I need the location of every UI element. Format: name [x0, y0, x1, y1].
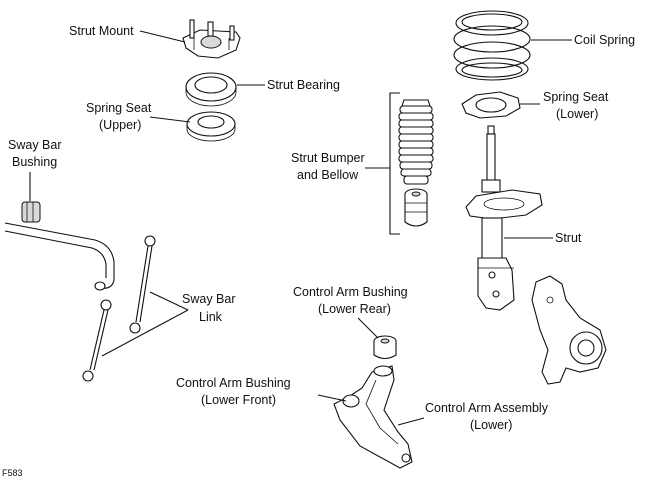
- sway-bar-link-leader-1: [149, 291, 189, 311]
- strut-bellow-drawing: [398, 99, 434, 185]
- strut-mount-leader: [139, 30, 186, 43]
- spring-seat-lower-drawing: [461, 91, 521, 119]
- strut-bumper-label-line2: and Bellow: [297, 168, 359, 182]
- steering-knuckle-drawing: [531, 275, 607, 385]
- coil-spring-drawing: [453, 10, 531, 81]
- sway-bar-bushing-label-line1: Sway Bar: [8, 138, 62, 152]
- control-arm-bushing-front-label-line1: Control Arm Bushing: [176, 376, 291, 390]
- spring-seat-upper-label-line1: Spring Seat: [86, 101, 152, 115]
- sway-bar-drawing: [4, 222, 115, 291]
- spring-seat-lower-label-line1: Spring Seat: [543, 90, 609, 104]
- control-arm-bushing-rear-label-line2: (Lower Rear): [318, 302, 391, 316]
- control-arm-assembly-leader: [397, 417, 425, 426]
- spring-seat-lower-label-line2: (Lower): [556, 107, 598, 121]
- control-arm-assembly-label-line2: (Lower): [470, 418, 512, 432]
- sway-bar-link-leader-2: [101, 309, 189, 357]
- sway-bar-link-lower-drawing: [82, 299, 112, 382]
- strut-bearing-drawing: [185, 72, 237, 107]
- control-arm-bushing-front-label-line2: (Lower Front): [201, 393, 276, 407]
- spring-seat-upper-drawing: [186, 111, 236, 142]
- strut-mount-drawing: [182, 19, 241, 59]
- control-arm-assembly-label-line1: Control Arm Assembly: [425, 401, 549, 415]
- strut-bearing-label: Strut Bearing: [267, 78, 340, 92]
- strut-bumper-label-line1: Strut Bumper: [291, 151, 365, 165]
- spring-seat-upper-leader: [149, 116, 191, 123]
- strut-drawing: [465, 125, 543, 311]
- sway-bar-link-label-line2: Link: [199, 310, 223, 324]
- control-arm-assembly-drawing: [333, 365, 413, 469]
- spring-seat-upper-label-line2: (Upper): [99, 118, 141, 132]
- coil-spring-label: Coil Spring: [574, 33, 635, 47]
- sway-bar-bushing-label-line2: Bushing: [12, 155, 57, 169]
- control-arm-bushing-rear-label-line1: Control Arm Bushing: [293, 285, 408, 299]
- control-arm-bushing-rear-leader: [357, 317, 379, 339]
- control-arm-bushing-rear-drawing: [373, 335, 397, 360]
- strut-mount-label: Strut Mount: [69, 24, 134, 38]
- sway-bar-link-upper-drawing: [129, 235, 156, 334]
- sway-bar-bushing-drawing: [21, 201, 41, 223]
- strut-bumper-drawing: [404, 188, 428, 227]
- figure-code: F583: [2, 468, 23, 478]
- strut-label: Strut: [555, 231, 582, 245]
- sway-bar-link-label-line1: Sway Bar: [182, 292, 236, 306]
- strut-bumper-bracket: [389, 92, 400, 235]
- control-arm-bushing-front-leader: [317, 394, 347, 402]
